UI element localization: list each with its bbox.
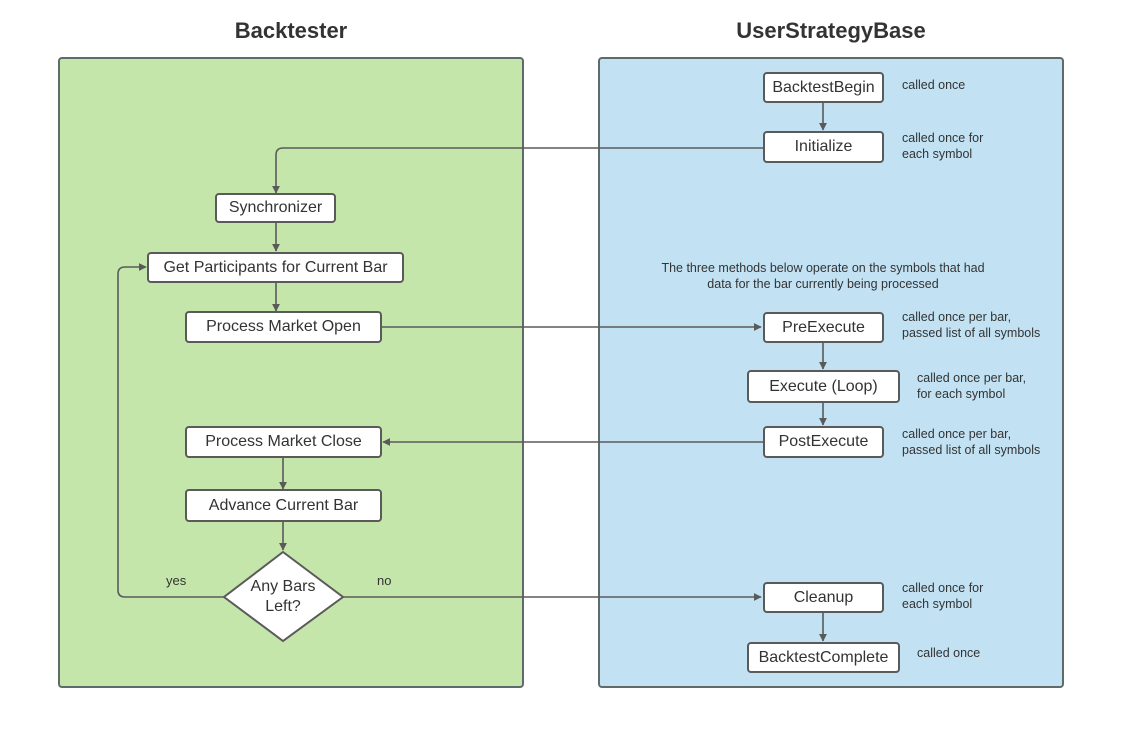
- note-line: passed list of all symbols: [902, 326, 1041, 340]
- strategy-lane-title: UserStrategyBase: [736, 18, 926, 43]
- note-line: called once per bar,: [902, 310, 1012, 324]
- backtest-complete-node: BacktestComplete: [747, 642, 900, 673]
- note-backtest-complete: called once: [917, 645, 980, 661]
- note-pre-execute: called once per bar, passed list of all …: [902, 309, 1040, 341]
- initialize-node: Initialize: [763, 131, 884, 163]
- note-line: called once: [902, 78, 966, 92]
- cleanup-node: Cleanup: [763, 582, 884, 613]
- backtester-lane-title: Backtester: [234, 18, 348, 43]
- get-participants-node: Get Participants for Current Bar: [147, 252, 404, 283]
- decision-any-bars-left-label: Any Bars Left?: [234, 577, 332, 617]
- note-line: called once: [917, 646, 981, 660]
- advance-current-bar-node: Advance Current Bar: [185, 489, 382, 522]
- note-line: each symbol: [902, 597, 973, 611]
- note-line: called once per bar,: [917, 371, 1027, 385]
- note-cleanup: called once for each symbol: [902, 580, 983, 612]
- note-line: data for the bar currently being process…: [707, 277, 939, 291]
- note-line: for each symbol: [917, 387, 1006, 401]
- note-initialize: called once for each symbol: [902, 130, 983, 162]
- execute-loop-node: Execute (Loop): [747, 370, 900, 403]
- note-line: called once per bar,: [902, 427, 1012, 441]
- synchronizer-node: Synchronizer: [215, 193, 336, 223]
- note-line: called once for: [902, 581, 984, 595]
- process-market-close-node: Process Market Close: [185, 426, 382, 458]
- note-backtest-begin: called once: [902, 77, 965, 93]
- decision-label-line-1: Any Bars: [250, 578, 316, 595]
- process-market-open-node: Process Market Open: [185, 311, 382, 343]
- note-line: The three methods below operate on the s…: [661, 261, 985, 275]
- decision-any-bars-left-shape: [222, 550, 345, 643]
- edge-label-yes: yes: [166, 573, 187, 588]
- note-line: each symbol: [902, 147, 973, 161]
- edge-decision-yes-loop: [117, 263, 224, 598]
- edge-initialize-to-synchronizer: [272, 147, 763, 194]
- note-execute-loop: called once per bar, for each symbol: [917, 370, 1026, 402]
- decision-label-line-2: Left?: [265, 598, 301, 615]
- note-post-execute: called once per bar, passed list of all …: [902, 426, 1040, 458]
- edge-label-no: no: [377, 573, 392, 588]
- pre-execute-node: PreExecute: [763, 312, 884, 343]
- note-methods-intro: The three methods below operate on the s…: [632, 260, 1014, 292]
- post-execute-node: PostExecute: [763, 426, 884, 458]
- backtest-begin-node: BacktestBegin: [763, 72, 884, 103]
- note-line: called once for: [902, 131, 984, 145]
- note-line: passed list of all symbols: [902, 443, 1041, 457]
